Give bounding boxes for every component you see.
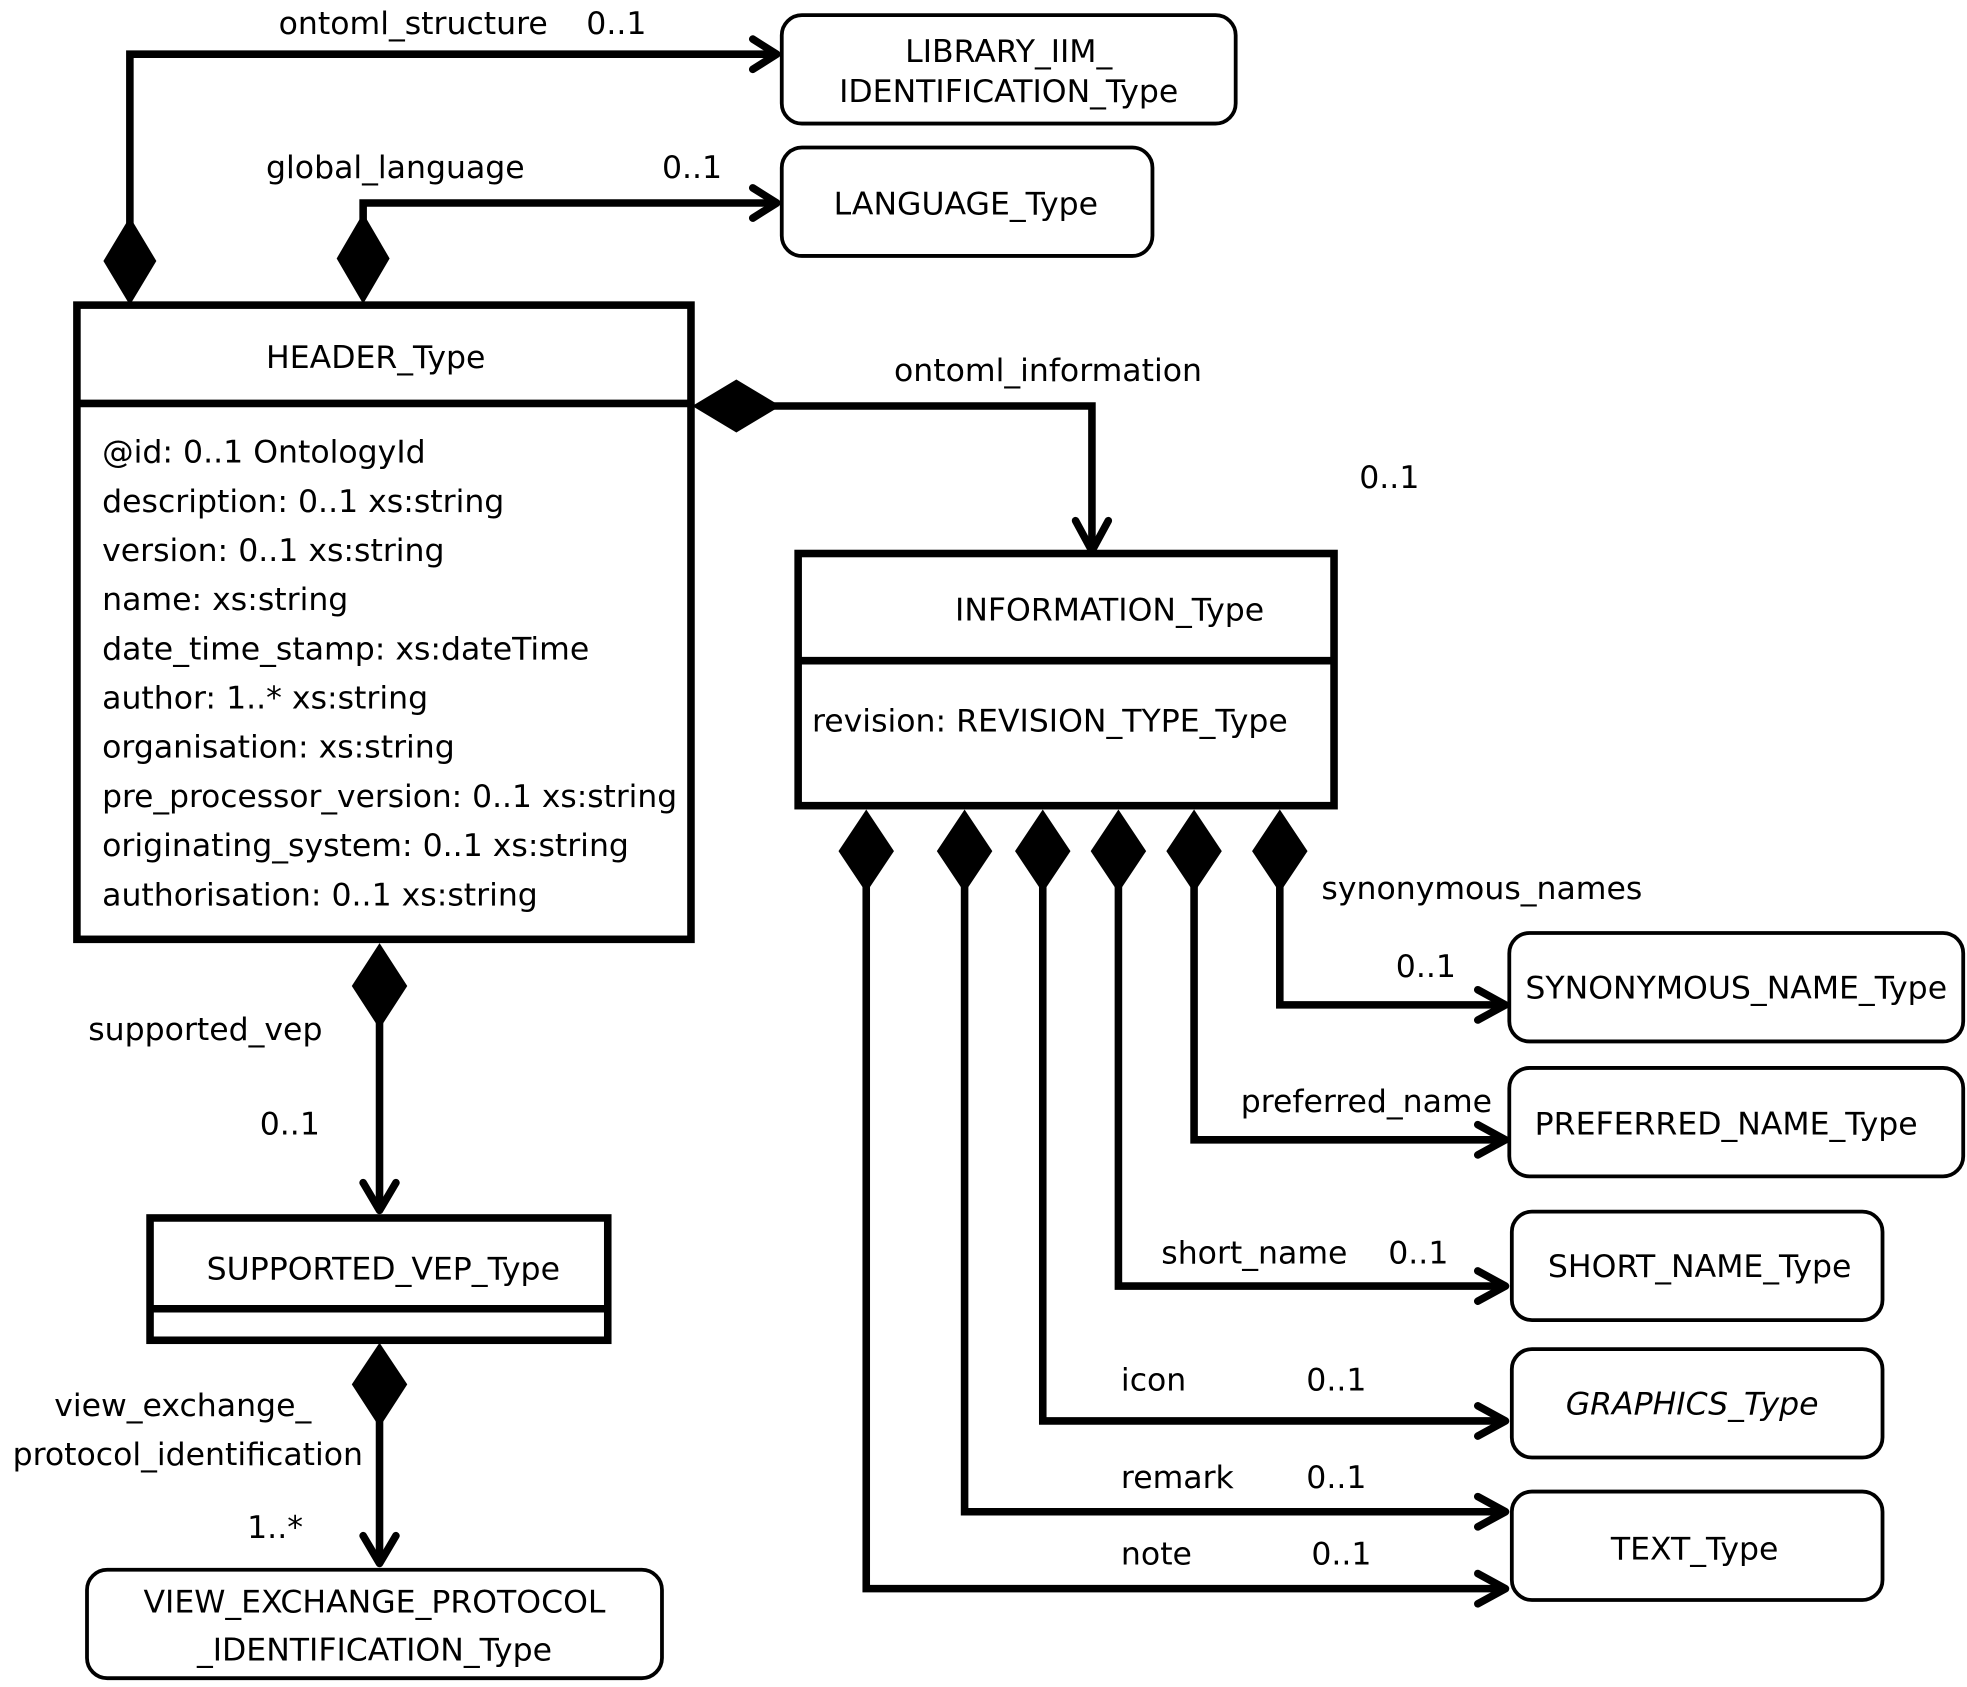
composition-diamond xyxy=(351,943,408,1029)
association-synonymous-names: synonymous_names 0..1 xyxy=(1252,809,1642,1024)
association-supported-vep: supported_vep 0..1 xyxy=(88,943,408,1215)
multiplicity-label: 0..1 xyxy=(1359,460,1419,496)
type-name: SYNONYMOUS_NAME_Type xyxy=(1525,971,1947,1007)
role-label: note xyxy=(1121,1537,1192,1573)
attribute: pre_processor_version: 0..1 xs:string xyxy=(102,779,677,815)
class-name: HEADER_Type xyxy=(266,340,485,376)
attribute: author: 1..* xs:string xyxy=(102,681,428,717)
type-name: SHORT_NAME_Type xyxy=(1548,1249,1852,1285)
composition-diamond xyxy=(838,809,894,893)
association-icon: icon 0..1 xyxy=(1015,809,1510,1440)
attribute: authorisation: 0..1 xs:string xyxy=(102,877,538,913)
association-remark: remark 0..1 xyxy=(936,809,1510,1531)
composition-diamond xyxy=(1166,809,1222,893)
type-short-name[interactable]: SHORT_NAME_Type xyxy=(1509,1209,1885,1322)
association-preferred-name: preferred_name xyxy=(1166,809,1510,1159)
class-information-type[interactable]: INFORMATION_Type revision: REVISION_TYPE… xyxy=(794,549,1338,810)
type-language[interactable]: LANGUAGE_Type xyxy=(779,145,1155,258)
type-name-line1: LIBRARY_IIM_ xyxy=(905,34,1113,70)
role-label: ontoml_structure xyxy=(279,6,548,42)
multiplicity-label: 1..* xyxy=(247,1510,303,1546)
attribute: version: 0..1 xs:string xyxy=(102,533,444,569)
type-vep-identification[interactable]: VIEW_EXCHANGE_PROTOCOL _IDENTIFICATION_T… xyxy=(85,1567,664,1681)
composition-diamond xyxy=(351,1342,408,1428)
attribute: organisation: xs:string xyxy=(102,730,455,766)
type-synonymous-name[interactable]: SYNONYMOUS_NAME_Type xyxy=(1507,931,1966,1044)
association-ontoml-structure: ontoml_structure 0..1 xyxy=(103,6,781,306)
role-label: supported_vep xyxy=(88,1012,322,1048)
role-label-line2: protocol_identification xyxy=(13,1437,363,1473)
attribute: description: 0..1 xs:string xyxy=(102,484,504,520)
multiplicity-label: 0..1 xyxy=(662,150,722,186)
association-note: note 0..1 xyxy=(838,809,1510,1608)
role-label: preferred_name xyxy=(1241,1084,1492,1120)
role-label: global_language xyxy=(266,150,525,186)
attribute: originating_system: 0..1 xs:string xyxy=(102,828,629,864)
role-label: short_name xyxy=(1161,1235,1347,1271)
role-label-line1: view_exchange_ xyxy=(54,1388,312,1424)
attribute: @id: 0..1 OntologyId xyxy=(102,435,425,471)
class-supported-vep-type[interactable]: SUPPORTED_VEP_Type xyxy=(146,1214,612,1345)
association-global-language: global_language 0..1 xyxy=(266,150,781,304)
composition-diamond xyxy=(1015,809,1071,893)
composition-diamond xyxy=(692,379,781,433)
role-label: synonymous_names xyxy=(1321,871,1642,907)
composition-diamond xyxy=(1090,809,1147,893)
type-name-line2: _IDENTIFICATION_Type xyxy=(196,1633,552,1669)
composition-diamond xyxy=(103,216,157,306)
composition-diamond xyxy=(936,809,993,893)
multiplicity-label: 0..1 xyxy=(586,6,646,42)
type-library-iim-identification[interactable]: LIBRARY_IIM_ IDENTIFICATION_Type xyxy=(779,13,1238,126)
class-name: INFORMATION_Type xyxy=(955,592,1264,628)
multiplicity-label: 0..1 xyxy=(260,1107,320,1143)
attribute: revision: REVISION_TYPE_Type xyxy=(812,703,1288,739)
attribute: date_time_stamp: xs:dateTime xyxy=(102,631,589,667)
multiplicity-label: 0..1 xyxy=(1306,1460,1366,1496)
composition-diamond xyxy=(336,213,390,304)
role-label: ontoml_information xyxy=(894,353,1202,389)
type-name: PREFERRED_NAME_Type xyxy=(1535,1107,1918,1143)
association-vep-identification: view_exchange_ protocol_identification 1… xyxy=(13,1342,408,1568)
attribute: name: xs:string xyxy=(102,582,348,618)
type-name: TEXT_Type xyxy=(1610,1532,1779,1568)
type-preferred-name[interactable]: PREFERRED_NAME_Type xyxy=(1507,1066,1966,1179)
role-label: remark xyxy=(1121,1460,1235,1496)
association-ontoml-information: ontoml_information 0..1 xyxy=(692,353,1419,555)
class-header-type[interactable]: HEADER_Type @id: 0..1 OntologyId descrip… xyxy=(73,301,695,944)
type-name: GRAPHICS_Type xyxy=(1566,1387,1819,1423)
multiplicity-label: 0..1 xyxy=(1388,1235,1448,1271)
type-graphics[interactable]: GRAPHICS_Type xyxy=(1509,1347,1885,1460)
type-name: LANGUAGE_Type xyxy=(834,186,1098,222)
role-label: icon xyxy=(1121,1363,1186,1399)
type-name-line1: VIEW_EXCHANGE_PROTOCOL xyxy=(143,1585,605,1621)
type-name-line2: IDENTIFICATION_Type xyxy=(839,74,1178,110)
multiplicity-label: 0..1 xyxy=(1306,1363,1366,1399)
association-short-name: short_name 0..1 xyxy=(1090,809,1510,1305)
composition-diamond xyxy=(1252,809,1308,893)
multiplicity-label: 0..1 xyxy=(1311,1537,1371,1573)
type-text[interactable]: TEXT_Type xyxy=(1509,1489,1885,1602)
class-name: SUPPORTED_VEP_Type xyxy=(207,1252,560,1288)
multiplicity-label: 0..1 xyxy=(1396,949,1456,985)
